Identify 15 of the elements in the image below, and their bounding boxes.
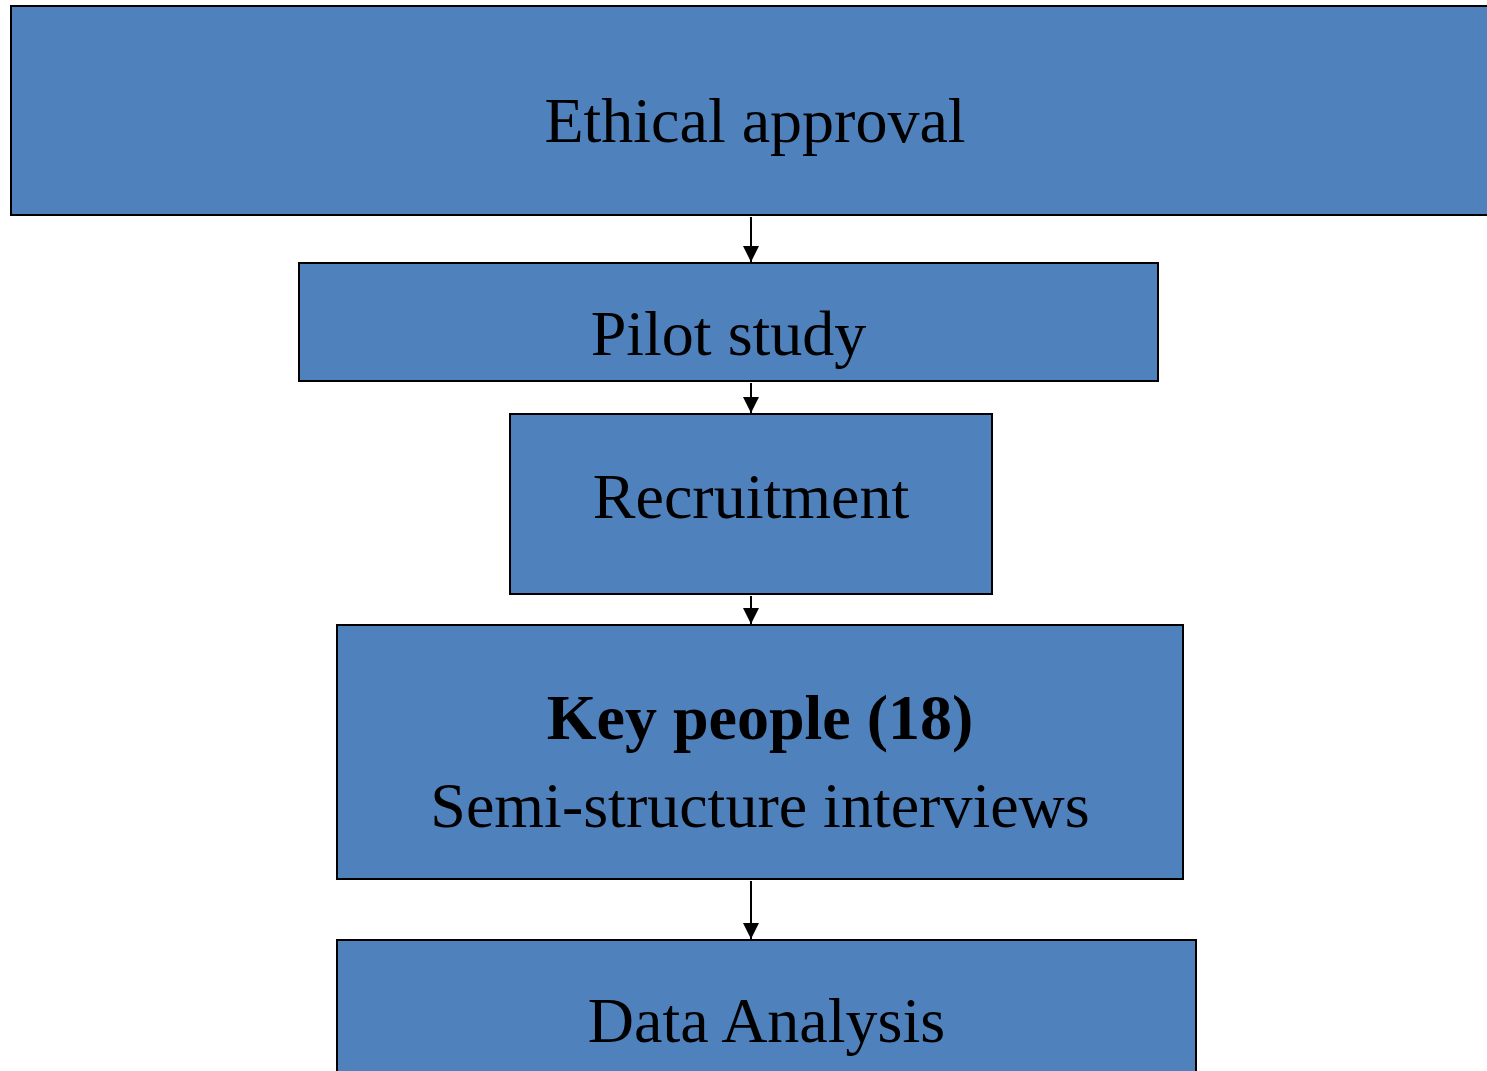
- process-box: [10, 5, 1487, 216]
- box-label: Semi-structure interviews: [430, 769, 1090, 843]
- box-label: Ethical approval: [544, 84, 966, 158]
- arrow: [743, 595, 759, 625]
- arrow: [743, 382, 759, 414]
- box-heading: Key people (18): [546, 681, 974, 755]
- box-label: Data Analysis: [587, 984, 946, 1058]
- process-box: [336, 939, 1197, 1071]
- box-label: Recruitment: [592, 460, 910, 534]
- process-box: [298, 262, 1159, 382]
- process-box: [509, 413, 993, 595]
- arrow: [743, 216, 759, 263]
- arrow: [743, 880, 759, 940]
- process-box: [336, 624, 1184, 880]
- box-label: Pilot study: [590, 297, 867, 371]
